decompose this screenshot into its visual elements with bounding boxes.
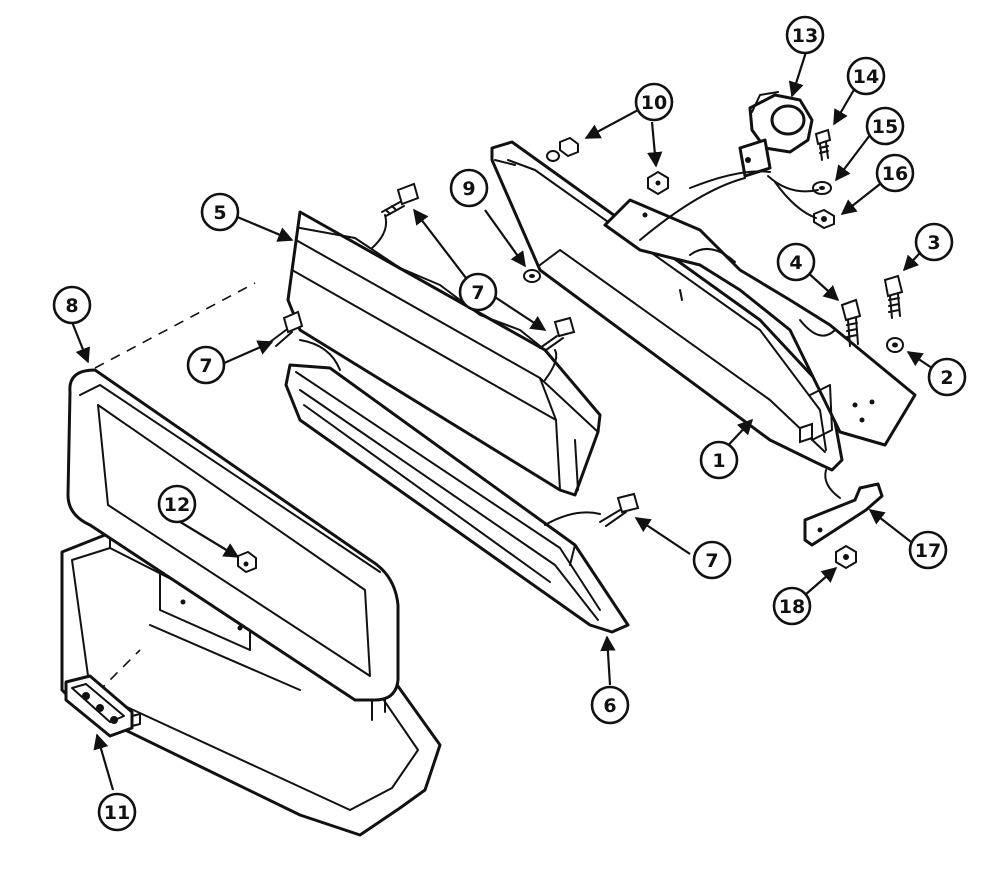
part-6-lower-panel xyxy=(284,363,630,634)
part-11-switch-block xyxy=(64,674,141,738)
part-7-screw-left xyxy=(269,310,341,371)
callout-6-label: 6 xyxy=(603,695,616,717)
callout-5: 5 xyxy=(200,192,240,232)
part-14-screw xyxy=(814,128,832,161)
part-4-bolt xyxy=(840,298,862,347)
part-2-lockwasher xyxy=(886,337,904,353)
part-1-main-bracket xyxy=(490,140,917,472)
part-7-screw-mid xyxy=(539,316,576,381)
callout-10-label: 10 xyxy=(641,92,667,114)
callout-1: 1 xyxy=(699,440,739,480)
part-18-nut xyxy=(835,544,857,570)
callout-8: 8 xyxy=(52,285,92,325)
callout-18: 18 xyxy=(772,586,812,626)
callout-11-label: 11 xyxy=(104,802,130,824)
callout-12: 12 xyxy=(157,484,197,524)
callout-14-label: 14 xyxy=(853,66,879,88)
callout-4: 4 xyxy=(776,242,816,282)
part-7-screw-lower xyxy=(544,492,640,527)
callout-16: 16 xyxy=(875,153,915,193)
callout-3-label: 3 xyxy=(927,232,940,254)
part-9-washer xyxy=(523,269,541,283)
callout-1-label: 1 xyxy=(712,450,725,472)
callout-13: 13 xyxy=(785,15,825,55)
callout-17: 17 xyxy=(908,530,948,570)
callout-7-upper-label: 7 xyxy=(471,282,484,304)
callout-7-lower-label: 7 xyxy=(705,550,718,572)
callout-10: 10 xyxy=(634,82,674,122)
part-3-bolt xyxy=(883,274,904,319)
callout-15: 15 xyxy=(865,106,905,146)
callout-7-left-label: 7 xyxy=(199,355,212,377)
callout-14: 14 xyxy=(846,56,886,96)
callout-15-label: 15 xyxy=(872,116,898,138)
callout-11: 11 xyxy=(97,792,137,832)
part-12-nut xyxy=(237,550,257,574)
callout-2: 2 xyxy=(927,357,967,397)
callout-7-lower: 7 xyxy=(692,540,732,580)
callout-7-upper: 7 xyxy=(458,272,498,312)
part-8-console-frame xyxy=(60,282,442,837)
part-13-rotary-switch xyxy=(639,91,814,241)
callout-3: 3 xyxy=(914,222,954,262)
callout-13-label: 13 xyxy=(792,25,818,47)
callout-5-label: 5 xyxy=(213,202,226,224)
callout-12-label: 12 xyxy=(164,494,190,516)
callout-18-label: 18 xyxy=(779,596,805,618)
callout-9: 9 xyxy=(449,168,489,208)
callout-8-label: 8 xyxy=(65,295,78,317)
part-10-nuts xyxy=(546,136,669,196)
callout-16-label: 16 xyxy=(882,163,908,185)
part-5-upper-panel xyxy=(286,210,602,497)
part-15-washer xyxy=(812,181,832,195)
part-17-bracket xyxy=(803,469,884,547)
callout-9-label: 9 xyxy=(462,178,475,200)
callout-2-label: 2 xyxy=(940,367,953,389)
callout-17-label: 17 xyxy=(915,540,941,562)
part-7-screw-upper xyxy=(371,182,420,249)
callout-4-label: 4 xyxy=(789,252,802,274)
callout-6: 6 xyxy=(590,685,630,725)
part-16-nut xyxy=(813,208,835,230)
callout-7-left: 7 xyxy=(186,345,226,385)
